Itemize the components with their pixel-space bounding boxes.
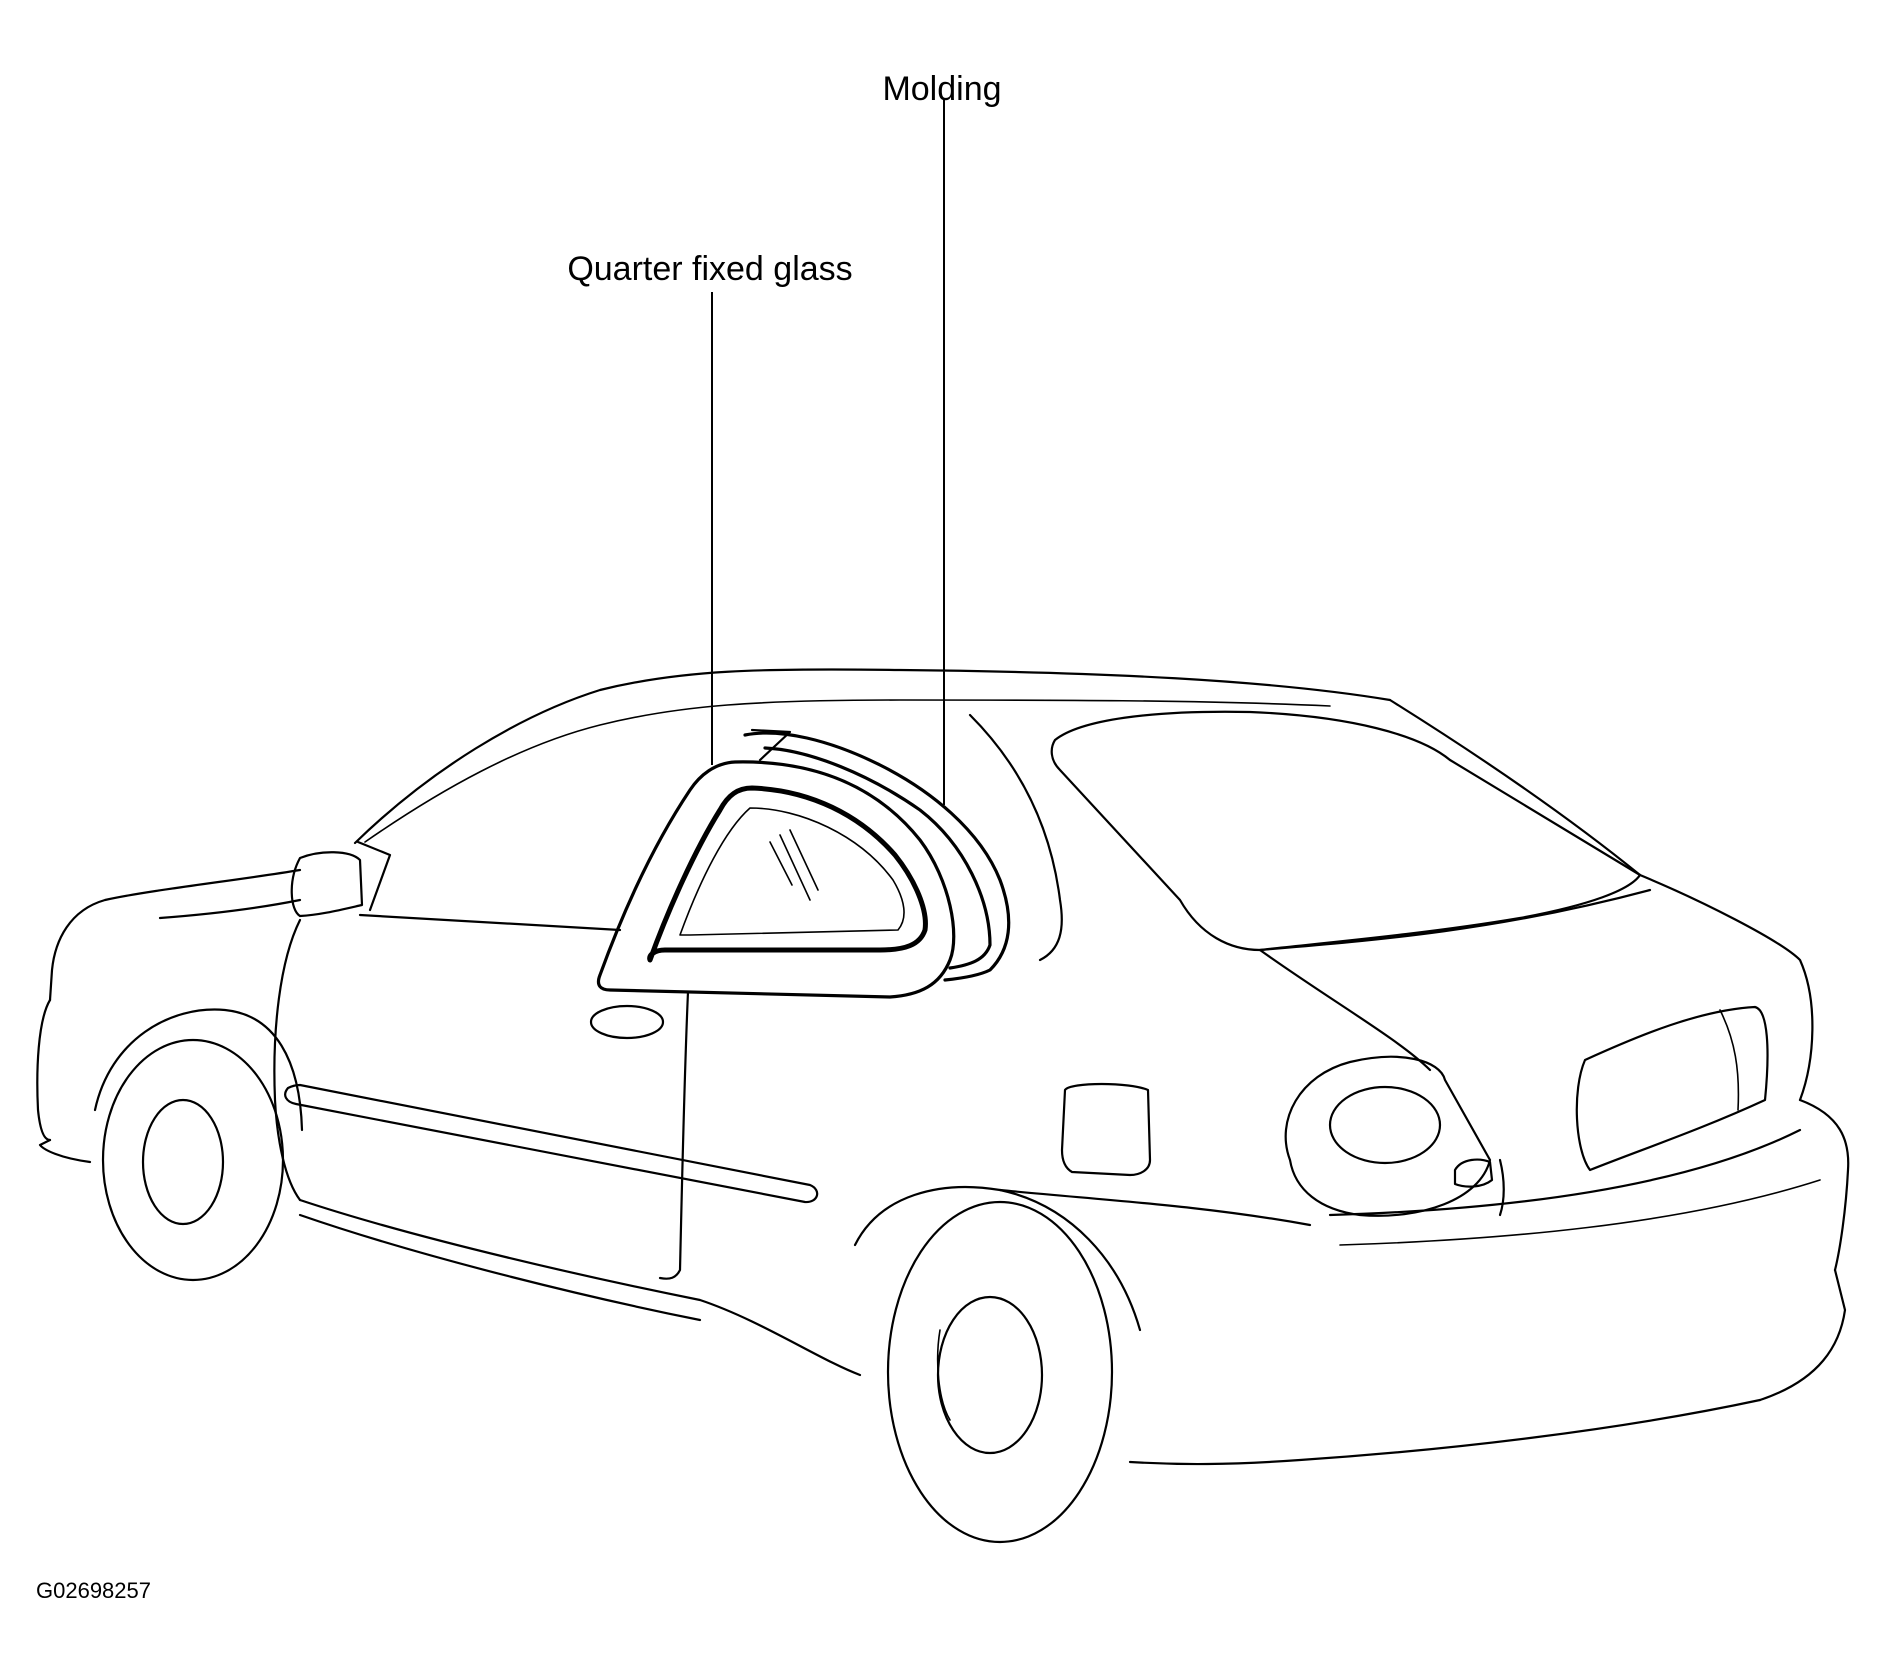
car-outline	[36, 668, 1850, 1544]
figure-id: G02698257	[36, 1578, 151, 1603]
quarter-fixed-glass-label: Quarter fixed glass	[567, 250, 852, 288]
quarter-glass-assembly	[596, 728, 1011, 999]
molding-label: Molding	[882, 70, 1001, 108]
